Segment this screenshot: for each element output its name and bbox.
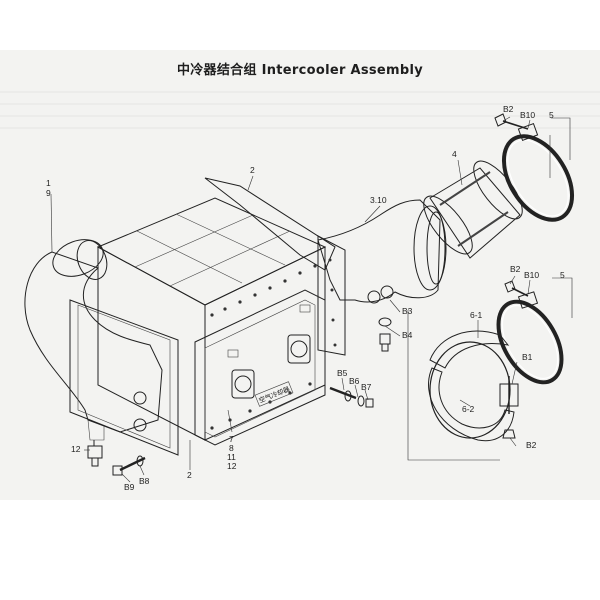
- label-b6: B6: [349, 376, 360, 386]
- label-b10-lower: B10: [524, 270, 539, 280]
- label-7: 7: [229, 434, 234, 444]
- lower-clamp-bolt: [504, 280, 529, 297]
- label-b5: B5: [337, 368, 348, 378]
- label-2-top: 2: [250, 165, 255, 175]
- label-b2-clamp: B2: [526, 440, 537, 450]
- plug-b3: [378, 317, 392, 327]
- outlet-duct: [317, 199, 447, 304]
- label-b4: B4: [402, 330, 413, 340]
- plug-b4: [379, 333, 391, 352]
- drain-bolt-b8-b9: [112, 455, 146, 476]
- label-5-upper: 5: [549, 110, 554, 120]
- label-b8: B8: [139, 476, 150, 486]
- label-2-bottom: 2: [187, 470, 192, 480]
- upper-hose-clamp: [501, 122, 575, 222]
- left-flange-plate: [69, 299, 179, 456]
- upper-clamp-bolt: [494, 113, 529, 130]
- label-6-1: 6-1: [470, 310, 483, 320]
- page-title: 中冷器结合组 Intercooler Assembly: [176, 63, 424, 78]
- lower-hose-clamp: [496, 291, 564, 385]
- label-1: 1: [46, 178, 51, 188]
- split-clamp-ring: [428, 330, 519, 442]
- label-12-valve: 12: [71, 444, 81, 454]
- leader-lines: [50, 116, 573, 483]
- label-b2-upper: B2: [503, 104, 514, 114]
- drain-bolt-b5-b7: [329, 386, 374, 408]
- background-table-ghost: [0, 91, 600, 129]
- hose-sleeve: [423, 160, 523, 259]
- label-9: 9: [46, 188, 51, 198]
- drain-valve-12: [87, 440, 103, 467]
- part-labels: 1 9 2 3.10 4 B2 B10 5 B2 B10 5 B3 B4 6-1…: [46, 104, 565, 492]
- label-b3: B3: [402, 306, 413, 316]
- rear-flange-plate: [204, 177, 346, 356]
- front-side-cover: 空气冷却器: [194, 289, 326, 446]
- label-11: 11: [227, 452, 236, 462]
- label-3-10: 3.10: [370, 195, 387, 205]
- label-b9: B9: [124, 482, 135, 492]
- intercooler-core: [96, 197, 327, 441]
- label-8: 8: [229, 443, 234, 453]
- label-b1: B1: [522, 352, 533, 362]
- label-b7: B7: [361, 382, 372, 392]
- label-12-core: 12: [227, 461, 237, 471]
- label-b2-lower: B2: [510, 264, 521, 274]
- label-4: 4: [452, 149, 457, 159]
- label-5-lower: 5: [560, 270, 565, 280]
- label-b10-upper: B10: [520, 110, 535, 120]
- label-6-2: 6-2: [462, 404, 475, 414]
